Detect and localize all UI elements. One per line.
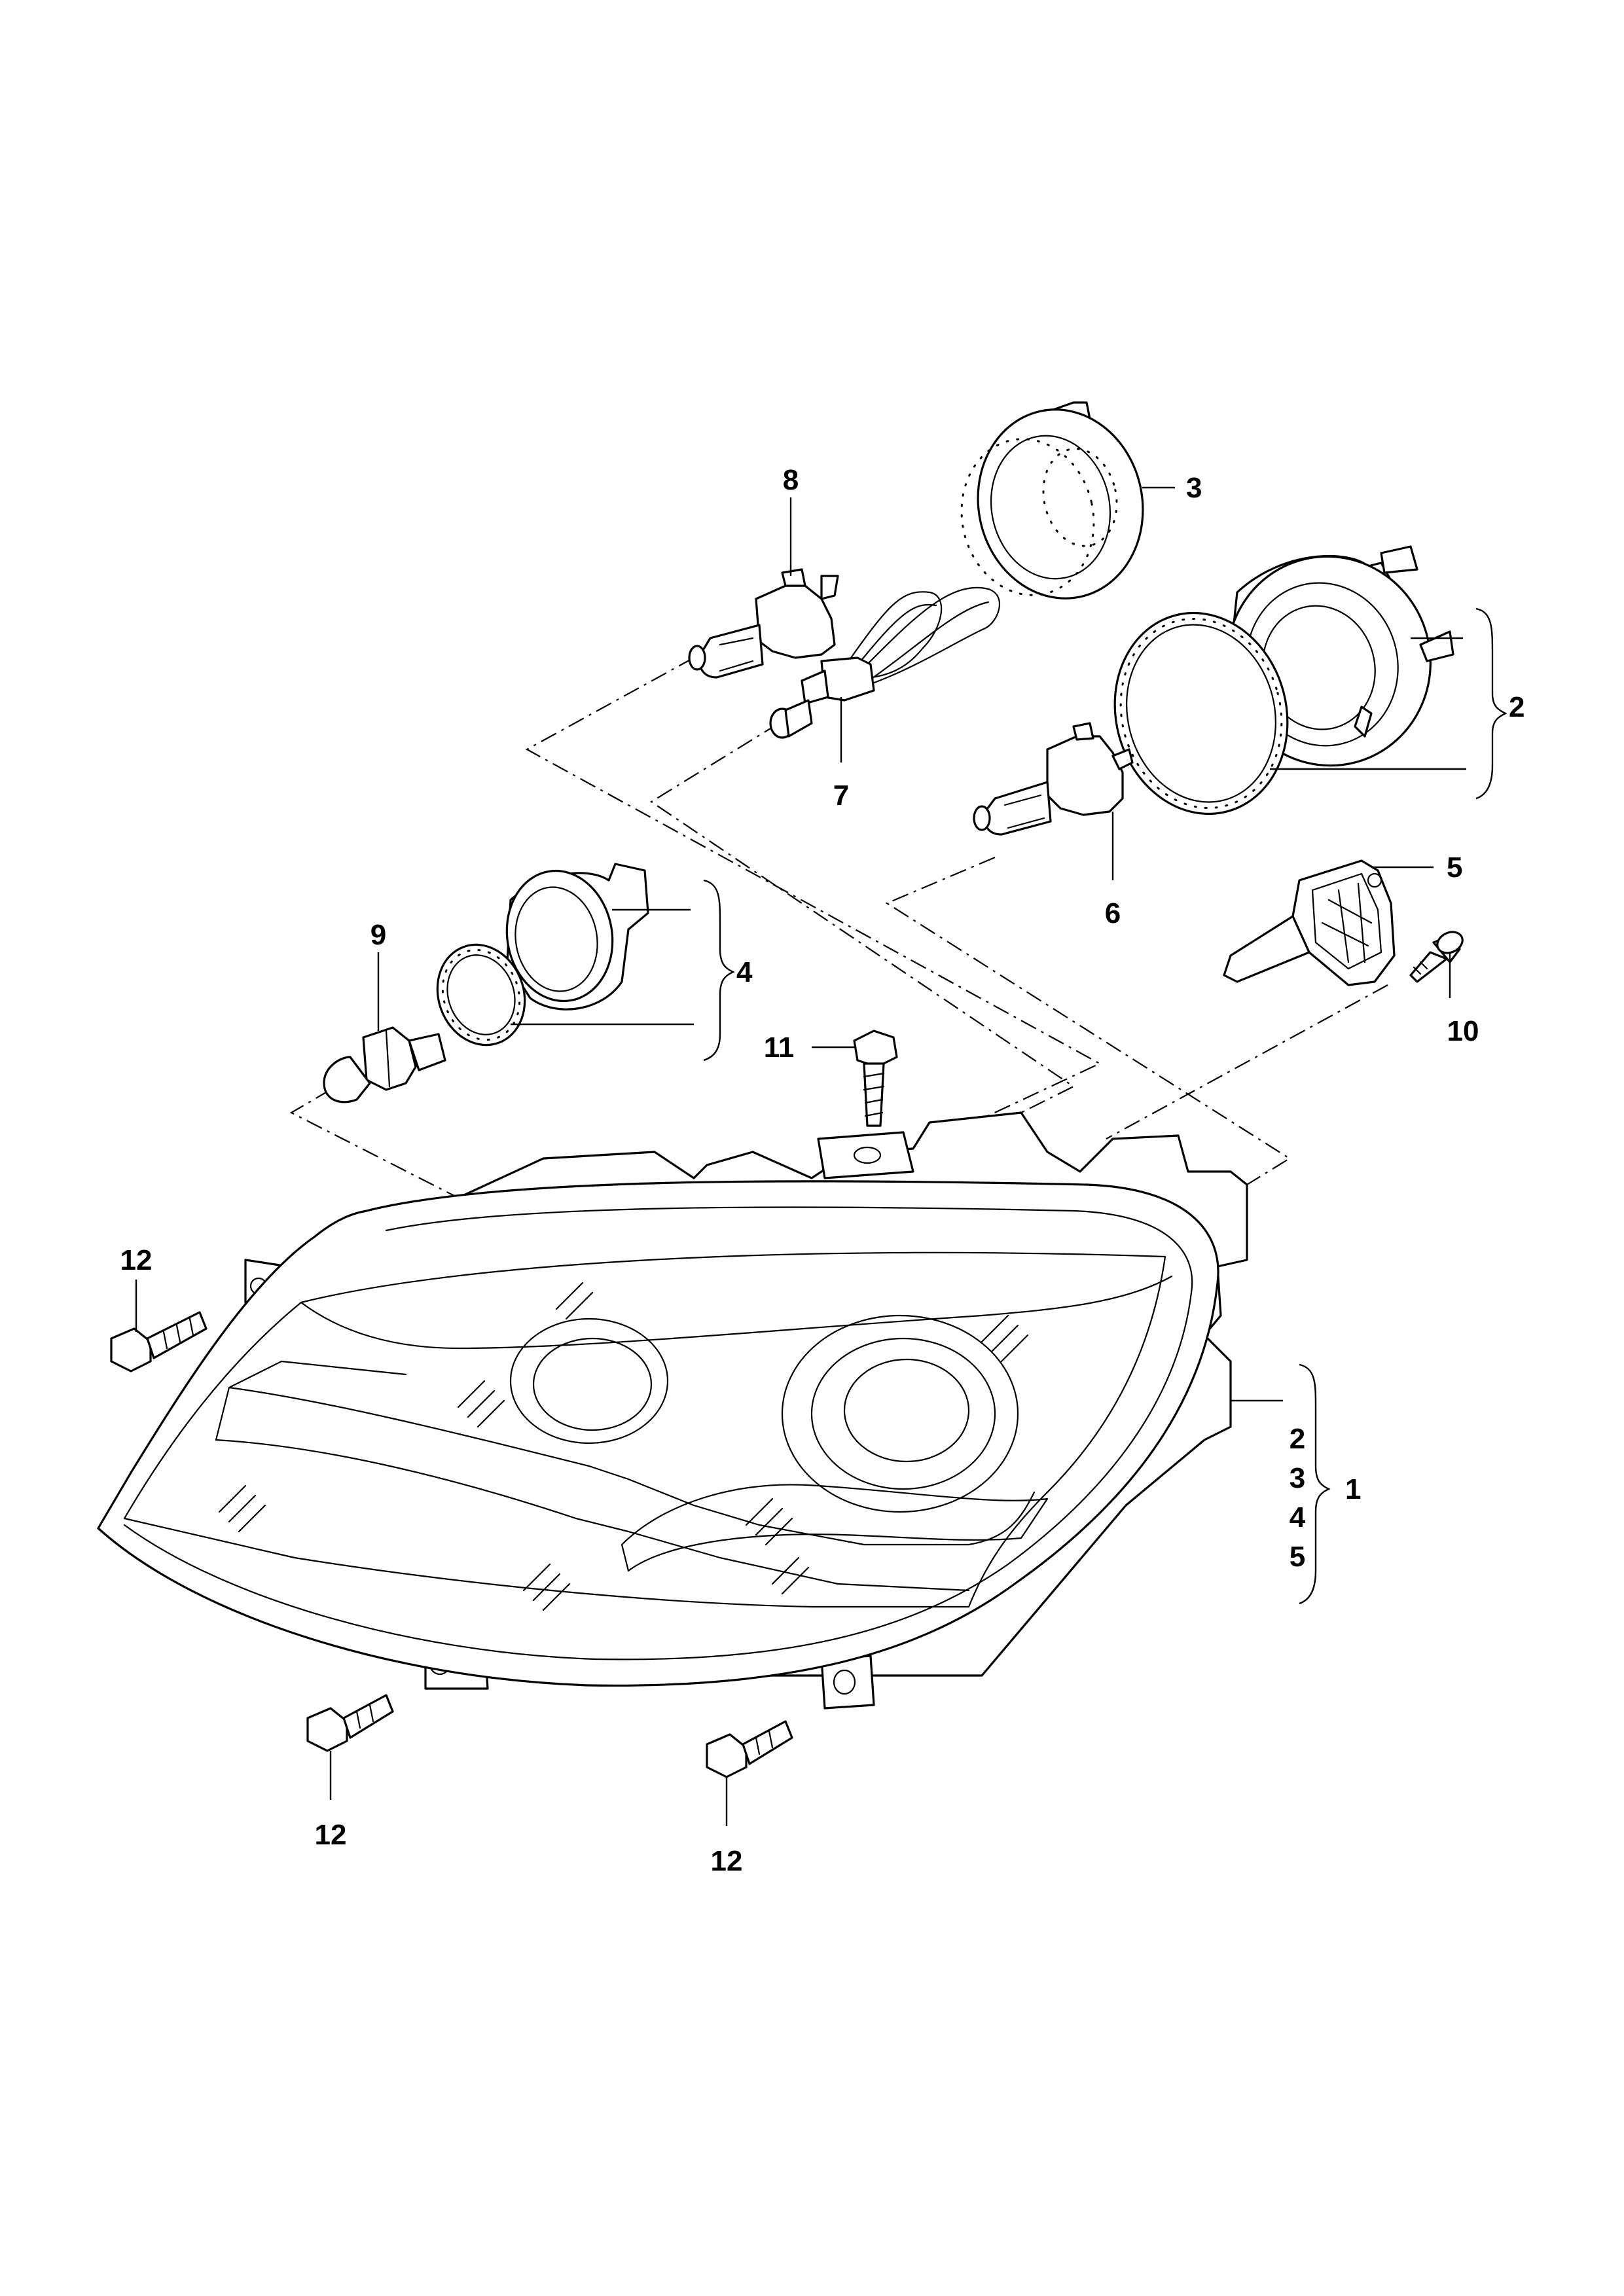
callout-12-center: 12 [315,1819,347,1851]
part-11-bolt [853,1030,898,1127]
part-10-screw [1409,931,1464,983]
kit-list-item-2: 2 [1290,1423,1305,1455]
callout-12-left: 12 [120,1244,153,1276]
lens-glare-marks [218,1282,1029,1611]
part-6-bulb [973,722,1134,836]
callout-2: 2 [1509,691,1525,723]
part-2-lamp-socket-housing [1113,545,1454,816]
part-8-bulb [688,568,839,679]
callout-3: 3 [1186,472,1202,504]
callout-10: 10 [1447,1015,1479,1047]
callout-1: 1 [1345,1473,1361,1505]
part-12-bolt-left [110,1311,208,1372]
callout-7: 7 [833,780,849,812]
callout-6: 6 [1105,897,1121,929]
part-5-cover-cap [1223,859,1396,986]
part-9-indicator-bulb [323,1026,446,1103]
leader-lines [135,486,1507,1826]
part-12-bolt-center [306,1694,394,1752]
part-7-socket-wiring [769,586,1001,739]
callout-5: 5 [1447,852,1462,884]
part-4-indicator-socket [436,863,649,1047]
callout-labels: 8 3 2 7 6 5 10 9 4 11 12 12 12 1 2 3 4 5 [120,464,1525,1877]
kit-list-item-4: 4 [1290,1501,1306,1534]
assembly-line-cover-5 [1106,984,1388,1139]
callout-12-right: 12 [711,1845,743,1877]
callout-11: 11 [764,1031,795,1064]
assembly-line-bulb-9 [289,1089,459,1198]
callout-9: 9 [370,919,386,951]
kit-list-item-5: 5 [1290,1541,1305,1573]
assembly-lines [289,657,1388,1280]
kit-list-item-3: 3 [1290,1462,1305,1494]
callout-4: 4 [736,956,753,988]
callout-8: 8 [783,464,799,496]
headlight-housing [97,1111,1248,1710]
assembly-line-bulb-8 [525,657,1102,1159]
assembly-line-bulb-6 [885,856,1291,1185]
part-12-bolt-right [706,1720,793,1778]
assembly-line-bulb-7 [649,723,1075,1280]
part-3-retaining-ring [960,401,1144,600]
